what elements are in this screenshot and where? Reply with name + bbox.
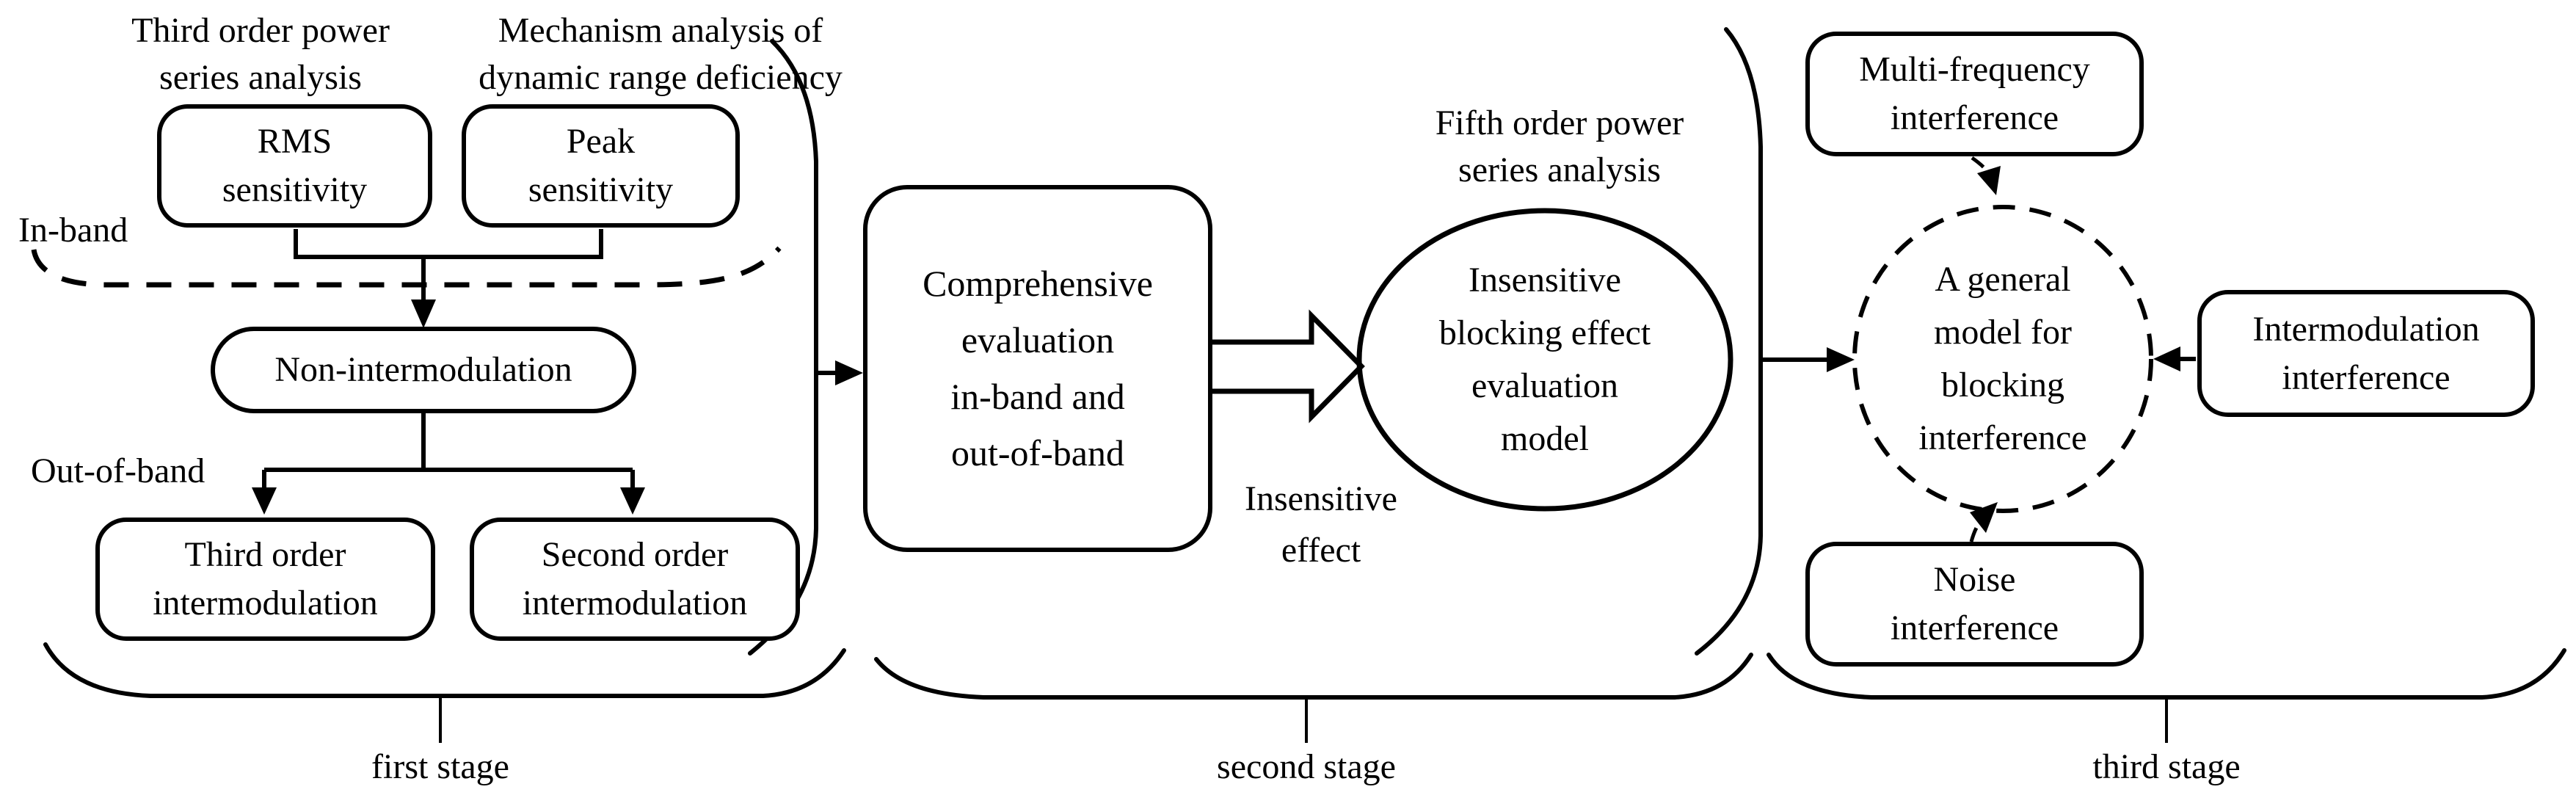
rms-sensitivity-box: RMS sensitivity	[157, 104, 432, 228]
insensitive-model-ellipse-outline	[1356, 208, 1733, 512]
arrowhead-into-second-order	[620, 487, 645, 515]
third-stage-label: third stage	[2020, 749, 2313, 785]
box-text-line: Multi-frequency	[1859, 50, 2090, 89]
box-text-line: Second order	[541, 535, 729, 574]
insensitive-model-ellipse-text: Insensitive blocking effect evaluation m…	[1378, 254, 1712, 465]
box-text-line: intermodulation	[153, 584, 378, 622]
first-stage-label: first stage	[294, 749, 587, 785]
label-line: Third order power	[131, 11, 390, 50]
label-line: second stage	[1217, 747, 1396, 786]
stage2-brace	[874, 653, 1753, 700]
label-mechanism-analysis: Mechanism analysis of dynamic range defi…	[440, 7, 881, 101]
ellipse-text-line: blocking	[1941, 366, 2064, 404]
in-band-label: In-band	[18, 211, 209, 250]
label-line: Mechanism analysis of	[498, 11, 823, 50]
ellipse-text-line: model	[1501, 419, 1589, 458]
label-line: Fifth order power	[1435, 104, 1684, 142]
ellipse-text-line: blocking effect	[1438, 313, 1651, 352]
label-line: first stage	[371, 747, 509, 786]
arrowhead-from-multi-frequency	[1977, 166, 2001, 195]
second-order-intermodulation-box: Second order intermodulation	[470, 518, 800, 641]
non-intermodulation-box: Non-intermodulation	[211, 327, 636, 413]
box-text-line: Intermodulation	[2252, 309, 2480, 349]
in-band-dashed-boundary	[31, 246, 782, 288]
intermodulation-interference-box: Intermodulation interference	[2197, 290, 2535, 417]
box-text-line: RMS	[257, 122, 332, 161]
arrowhead-into-comprehensive	[835, 360, 863, 385]
box-text-line: intermodulation	[522, 584, 748, 622]
label-line: Out-of-band	[31, 451, 205, 490]
ellipse-text-line: model for	[1934, 313, 2072, 352]
box-text-line: Third order	[184, 535, 346, 574]
ellipse-text-line: A general	[1935, 260, 2071, 299]
box-text-line: interference	[1890, 609, 2059, 647]
box-text-line: Peak	[566, 122, 636, 161]
stage2-closing-paren	[1695, 27, 1763, 656]
label-fifth-order-power-series: Fifth order power series analysis	[1372, 100, 1747, 194]
label-line: series analysis	[1458, 150, 1661, 189]
box-text-line: interference	[2282, 357, 2451, 397]
arrowhead-into-third-order	[252, 487, 277, 515]
box-text-line: Non-intermodulation	[274, 350, 572, 389]
insensitive-effect-label: Insensitive effect	[1204, 473, 1438, 576]
arrowhead-into-non-intermodulation	[411, 299, 436, 328]
arrowhead-from-noise	[1970, 502, 1998, 533]
second-stage-label: second stage	[1160, 749, 1453, 785]
stage1-brace	[43, 642, 846, 698]
box-text-line: interference	[1890, 98, 2059, 137]
box-text-line: sensitivity	[222, 170, 368, 209]
label-line: effect	[1281, 531, 1361, 570]
stage3-brace	[1767, 648, 2566, 700]
label-line: third stage	[2092, 747, 2241, 786]
box-text-line: Noise	[1933, 560, 2016, 599]
label-line: series analysis	[159, 58, 362, 97]
box-text-line: in-band and	[950, 376, 1125, 417]
arrowhead-into-dashed-ellipse-left	[1827, 347, 1855, 372]
box-text-line: evaluation	[961, 319, 1115, 360]
box-text-line: Comprehensive	[923, 263, 1153, 304]
insensitive-effect-block-arrow	[1207, 309, 1365, 424]
multi-frequency-interference-box: Multi-frequency interference	[1805, 32, 2144, 156]
box-text-line: out-of-band	[950, 432, 1125, 473]
ellipse-text-line: Insensitive	[1469, 261, 1621, 299]
third-order-intermodulation-box: Third order intermodulation	[95, 518, 435, 641]
general-model-ellipse-text: A general model for blocking interferenc…	[1835, 253, 2170, 465]
out-of-band-label: Out-of-band	[31, 452, 258, 490]
general-model-dashed-ellipse-outline	[1852, 205, 2153, 513]
ellipse-text-line: evaluation	[1471, 366, 1618, 405]
box-text-line: sensitivity	[528, 170, 674, 209]
peak-sensitivity-box: Peak sensitivity	[462, 104, 740, 228]
noise-dashed-arrow-line	[1969, 517, 1984, 542]
label-third-order-power-series: Third order power series analysis	[103, 7, 418, 101]
comprehensive-evaluation-box: Comprehensive evaluation in-band and out…	[863, 185, 1212, 552]
noise-interference-box: Noise interference	[1805, 542, 2144, 667]
label-line: In-band	[18, 211, 128, 250]
label-line: Insensitive	[1245, 479, 1397, 518]
label-line: dynamic range deficiency	[479, 58, 843, 97]
ellipse-text-line: interference	[1918, 418, 2087, 457]
arrowhead-from-intermodulation	[2153, 346, 2180, 371]
